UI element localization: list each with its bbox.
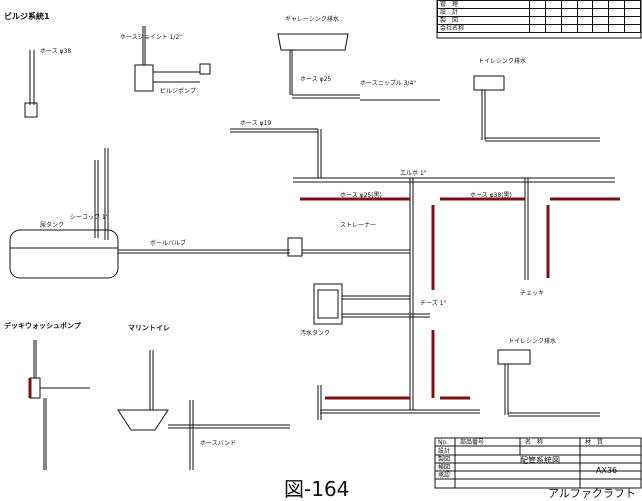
label-hose-b: ホース φ25 [300,76,332,83]
title-block-top: 管 理 設 計 製 図 会社名称 [437,0,641,33]
tb-row-1: 設 計 [437,8,530,17]
brand-name: アルファクラフト [548,487,636,500]
section-urine: 尿タンク [40,222,65,229]
tb-row-approve: 承認 [438,472,451,479]
figure-caption: 図-164 [284,477,350,501]
tb-header-material: 材 質 [585,439,604,446]
tb-header-no: No. [438,439,448,446]
section-deck-wash: デッキウォッシュポンプ [4,322,81,330]
label-hose-c: ホース φ19 [240,120,272,127]
label-strainer: ストレーナー [340,222,377,229]
label-hose-joint: ホースジョイント 1/2" [120,34,183,41]
label-check: チェッキ [520,290,545,297]
tb-row-0: 管 理 [437,0,530,9]
section-toilet-sink-bottom: トイレシンク排水 [508,338,557,345]
label-tee: チーズ 1" [420,300,447,307]
tb-row-check: 検図 [438,464,451,471]
label-hose-e: ホース φ38(黒) [470,192,512,199]
label-tank-main: 汚水タンク [300,330,331,337]
label-seacock: シーコック 1" [70,214,109,221]
section-bilge: ビルジ系統1 [4,12,50,21]
tb-row-3: 会社名称 [437,24,530,33]
section-toilet-sink-top: トイレシンク排水 [478,58,527,65]
tb-row-2: 製 図 [437,16,530,25]
section-galley-sink: ギャレーシンク排水 [285,16,339,23]
tb-header-part: 部品番号 [460,439,485,446]
label-hose-nipple: ホースニップル 3/4" [360,80,417,87]
drawing-title: 配管系統図 [520,456,560,465]
tb-header-name: 名 称 [525,439,544,446]
label-hose-band: ホースバンド [200,440,237,447]
label-hose-a: ホース φ38 [40,48,72,55]
label-elbow: エルボ 1" [400,170,427,177]
tb-row-design: 設計 [438,448,451,455]
label-valve: ボールバルブ [150,240,187,247]
drawing-code: AX36 [596,466,618,475]
section-marine-toilet: マリントイレ [128,324,170,332]
label-pump: ビルジポンプ [160,88,196,95]
tb-row-draft: 製図 [438,456,451,463]
label-hose-d: ホース φ25(黒) [340,192,382,199]
